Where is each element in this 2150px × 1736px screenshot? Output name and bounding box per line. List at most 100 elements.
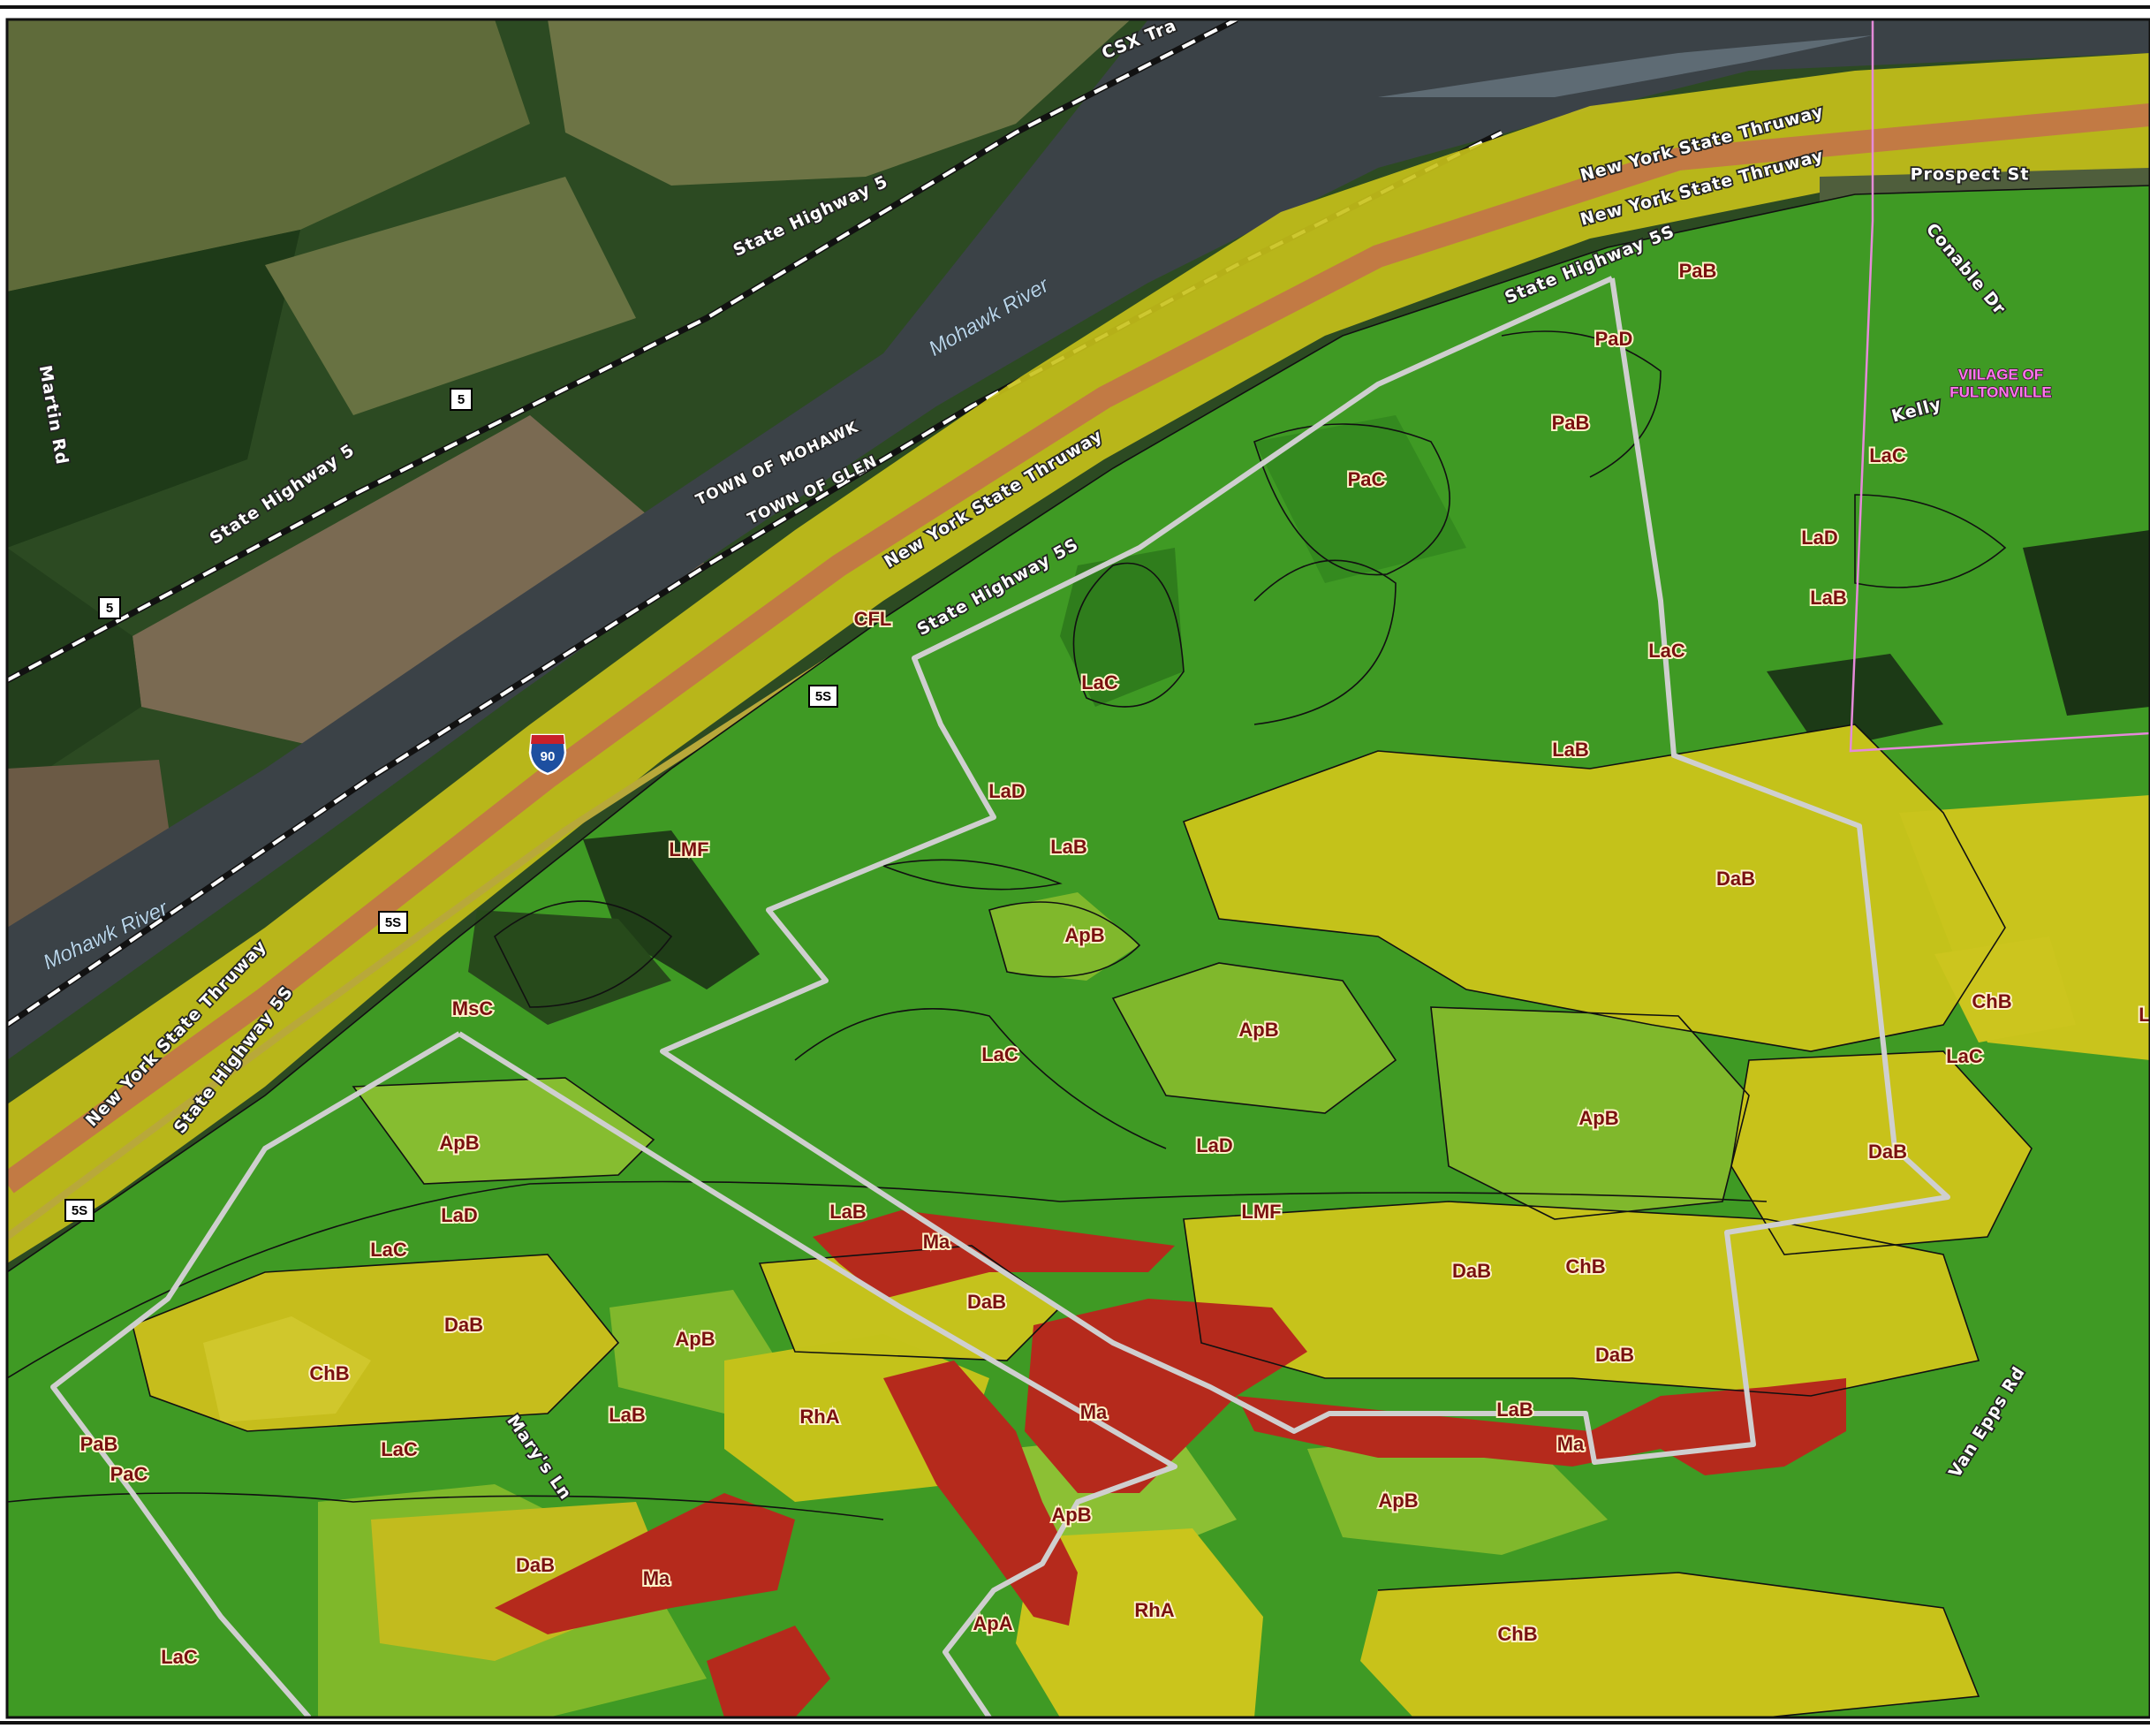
soil-dab <box>1731 1051 2032 1255</box>
route-shield: 5 <box>450 388 473 411</box>
soil-label-rha: RhA <box>799 1406 839 1428</box>
soil-label-lac: LaC <box>381 1438 418 1460</box>
soil-label-lab: LaB <box>1496 1399 1533 1421</box>
soil-lac <box>1254 415 1466 583</box>
soil-label-lab: LaB <box>829 1201 867 1223</box>
soil-ma <box>883 1361 1078 1626</box>
parcel-boundary-south <box>50 1031 1177 1717</box>
river-rapids <box>1378 35 1873 97</box>
soil-label-chb: ChB <box>1972 990 2011 1012</box>
farm-field <box>548 19 1131 186</box>
soil-label-lab: LaB <box>1050 836 1087 858</box>
soil-label-apa: ApA <box>973 1612 1012 1634</box>
soil-apb <box>1431 1007 1749 1219</box>
village-boundary <box>1849 19 2150 753</box>
route-shield: 5S <box>808 685 838 708</box>
soil-label-ma: Ma <box>643 1567 670 1589</box>
soil-label-apb: ApB <box>675 1328 715 1350</box>
soil-label-cfl: CFL <box>854 608 892 630</box>
soil-label-apb: ApB <box>1064 924 1104 946</box>
soil-label-apb: ApB <box>1051 1504 1091 1526</box>
road-label: Prospect St <box>1911 165 2030 185</box>
svg-text:90: 90 <box>541 749 556 764</box>
village-label: VIILAGE OF FULTONVILLE <box>1949 366 2052 402</box>
village-label-line2: FULTONVILLE <box>1949 383 2052 400</box>
soil-dab <box>1899 795 2150 1060</box>
svg-text:5S: 5S <box>72 1203 87 1218</box>
farm-field <box>132 415 707 751</box>
interstate-shield-icon: 90 <box>528 733 567 776</box>
soil-label-rha: RhA <box>1134 1599 1174 1621</box>
svg-text:5: 5 <box>458 392 465 407</box>
soil-dab <box>760 1246 1060 1361</box>
soil-ma <box>707 1626 830 1717</box>
svg-text:5S: 5S <box>815 689 831 704</box>
route-shield: 5S <box>378 911 408 934</box>
svg-text:5: 5 <box>106 601 113 616</box>
soil-label-lab: LaB <box>1810 587 1847 609</box>
soil-label-ma: Ma <box>1557 1433 1585 1455</box>
soil-chb <box>1360 1573 1979 1717</box>
soil-label-pac: PaC <box>1348 468 1386 490</box>
soil-rha <box>1016 1528 1263 1717</box>
mohawk-river <box>7 19 2150 1060</box>
soil-label-pab: PaB <box>1552 412 1590 434</box>
soil-label-pab: PaB <box>1679 260 1717 282</box>
soil-label-lad: LaD <box>988 780 1026 802</box>
soil-label-lac: LaC <box>981 1043 1018 1065</box>
soil-label-lac: LaC <box>1648 640 1685 662</box>
soil-label-lmf: LMF <box>1241 1201 1281 1223</box>
forest-patch <box>583 830 760 989</box>
forest-area <box>7 230 300 548</box>
svg-text:5S: 5S <box>385 915 401 930</box>
soil-label-lab: LaB <box>1552 739 1589 761</box>
soil-dab <box>1184 1202 1979 1396</box>
route-shields: 5 5 5S 5S 5S 90 <box>64 388 838 1222</box>
soil-label-dab: DaB <box>444 1314 483 1336</box>
soil-label-lab: LaB <box>609 1404 646 1426</box>
farm-field <box>7 19 530 292</box>
soil-label-chb: ChB <box>1497 1623 1537 1645</box>
soil-label-ma: Ma <box>1080 1401 1108 1423</box>
soil-ma <box>495 1493 795 1634</box>
soil-label-lac: LaC <box>370 1239 407 1261</box>
soil-label-lac: LaC <box>1869 444 1906 466</box>
soil-label-dab: DaB <box>1452 1260 1491 1282</box>
forest-area <box>7 548 141 795</box>
soil-label-dab: DaB <box>967 1291 1006 1313</box>
soil-label-dab: DaB <box>1595 1344 1634 1366</box>
thruway-lanes <box>7 103 2150 1194</box>
soil-apb <box>353 1078 654 1184</box>
soil-label-apb: ApB <box>439 1132 479 1154</box>
soil-dab <box>371 1502 671 1661</box>
soil-label-lad: LaD <box>1196 1134 1233 1156</box>
soil-label-pac: PaC <box>110 1463 148 1485</box>
soil-label-chb: ChB <box>1565 1255 1605 1277</box>
soil-apb <box>989 892 1139 981</box>
parcel-boundary-north <box>660 276 1950 1465</box>
soil-chb <box>1934 936 2076 1042</box>
soil-label-lac: LaC <box>1081 671 1118 694</box>
village-label-line1: VIILAGE OF <box>1958 366 2043 383</box>
soil-label-l: L <box>2139 1004 2150 1026</box>
soil-apb <box>1113 963 1396 1113</box>
soil-label-lmf: LMF <box>669 838 708 860</box>
soil-label-pab: PaB <box>80 1433 118 1455</box>
soil-label-dab: DaB <box>1868 1141 1907 1163</box>
soil-label-lad: LaD <box>1801 527 1838 549</box>
forest-patch <box>2023 530 2150 716</box>
map-content <box>7 19 2150 1717</box>
soil-label-lac: LaC <box>1946 1045 1983 1067</box>
soil-labels: PaB PaD PaB PaC LaC LaD LaB LaC CFL LaC LaB LaD LaB L… <box>79 258 2150 1670</box>
soil-label-dab: DaB <box>516 1554 555 1576</box>
route-shield: 5 <box>98 596 121 619</box>
soil-ma <box>1025 1299 1307 1493</box>
soil-label-pad: PaD <box>1595 328 1633 350</box>
forest-patch <box>1767 654 1943 751</box>
soil-label-apb: ApB <box>1238 1019 1278 1041</box>
soil-unit-lines <box>7 185 2150 1717</box>
soil-label-apb: ApB <box>1578 1107 1618 1129</box>
soil-lad <box>1060 548 1184 707</box>
route-shield: 5S <box>64 1199 95 1222</box>
